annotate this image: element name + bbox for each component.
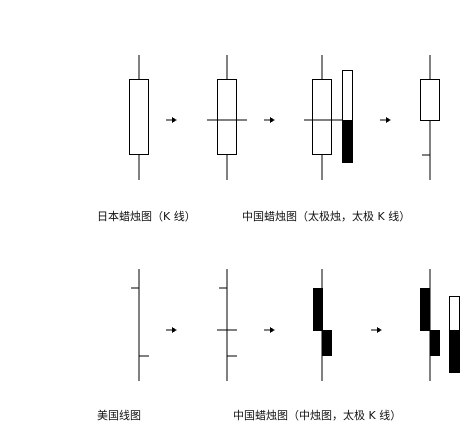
upper-half-candle	[420, 55, 440, 180]
upper-black-body	[313, 288, 323, 331]
candle-body	[420, 79, 440, 121]
candle-split-halves	[304, 55, 353, 180]
arrow-right-icon	[264, 327, 275, 333]
lower-half-black-body	[342, 120, 353, 163]
lower-black-body	[322, 330, 332, 356]
japanese-candle	[129, 55, 149, 180]
caption-american-line: 美国线图	[97, 409, 141, 422]
caption-chinese-candlestick-taiji: 中国蜡烛图（太极烛，太极 K 线）	[242, 210, 411, 223]
japanese-candle-body	[129, 79, 149, 155]
candle-body	[217, 79, 237, 155]
candle-body	[312, 79, 332, 155]
arrow-right-icon	[264, 117, 275, 123]
right-upper-white-body	[449, 296, 460, 331]
line-bar-with-middle	[217, 269, 237, 381]
american-line-bar	[131, 269, 149, 381]
left-upper-black-body	[420, 288, 430, 331]
caption-japanese-candlestick: 日本蜡烛图（K 线）	[97, 210, 196, 223]
upper-half-white-body	[342, 70, 353, 121]
arrow-right-icon	[380, 117, 391, 123]
chinese-middle-candle	[313, 269, 332, 381]
taiji-combined-candle	[420, 269, 460, 381]
arrow-right-icon	[371, 327, 382, 333]
arrow-right-icon	[166, 117, 177, 123]
candle-with-middle-line	[207, 55, 247, 180]
caption-chinese-candlestick-middle: 中国蜡烛图（中烛图，太极 K 线）	[233, 409, 402, 422]
middle-black-body	[430, 330, 440, 356]
right-lower-black-body	[449, 330, 460, 373]
arrow-right-icon	[166, 327, 177, 333]
